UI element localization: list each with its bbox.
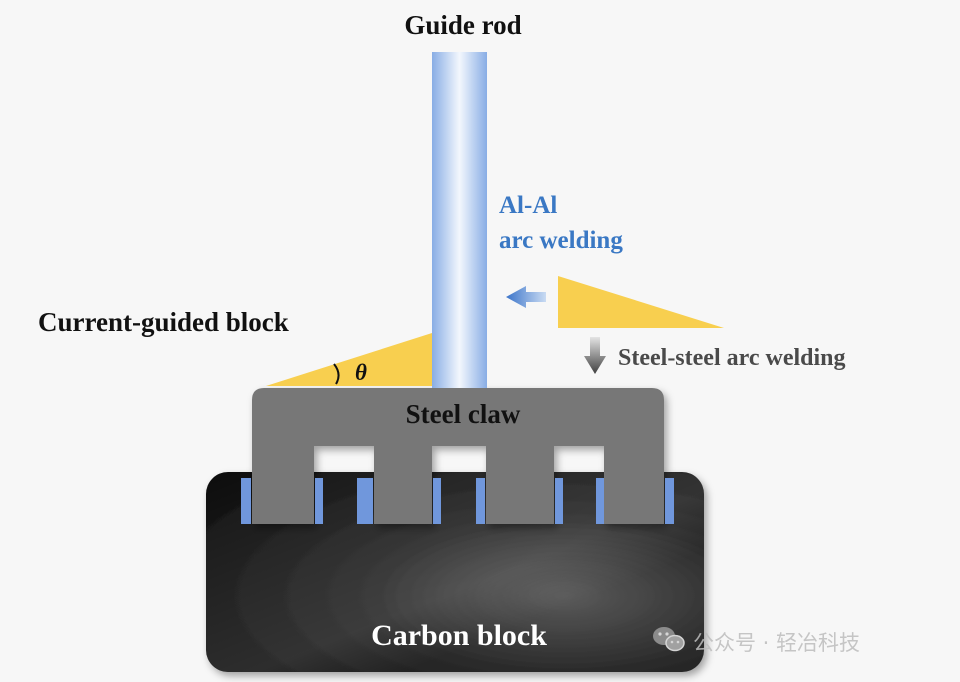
right-wedge-block <box>558 276 724 328</box>
current-guided-block-wedge <box>266 333 432 386</box>
al-weld-arrow-icon <box>506 286 546 308</box>
guide-rod <box>432 52 487 388</box>
interface-strips <box>241 478 674 524</box>
theta-label: θ <box>355 360 367 385</box>
al-al-label-line1: Al-Al <box>499 192 557 219</box>
angle-arc <box>333 363 340 385</box>
al-al-label-line2: arc welding <box>499 227 623 254</box>
watermark: 公众号 · 轻冶科技 <box>653 627 860 655</box>
watermark-text: 公众号 · 轻冶科技 <box>693 631 860 655</box>
steel-steel-label: Steel-steel arc welding <box>618 345 846 371</box>
steel-claw-label: Steel claw <box>406 399 521 429</box>
wechat-icon <box>653 627 685 652</box>
current-guided-block-label: Current-guided block <box>38 307 289 337</box>
steel-weld-arrow-icon <box>584 337 606 374</box>
guide-rod-label: Guide rod <box>404 10 521 40</box>
steel-claw <box>252 388 664 524</box>
carbon-block-label: Carbon block <box>371 619 547 652</box>
carbon-block <box>206 472 704 672</box>
